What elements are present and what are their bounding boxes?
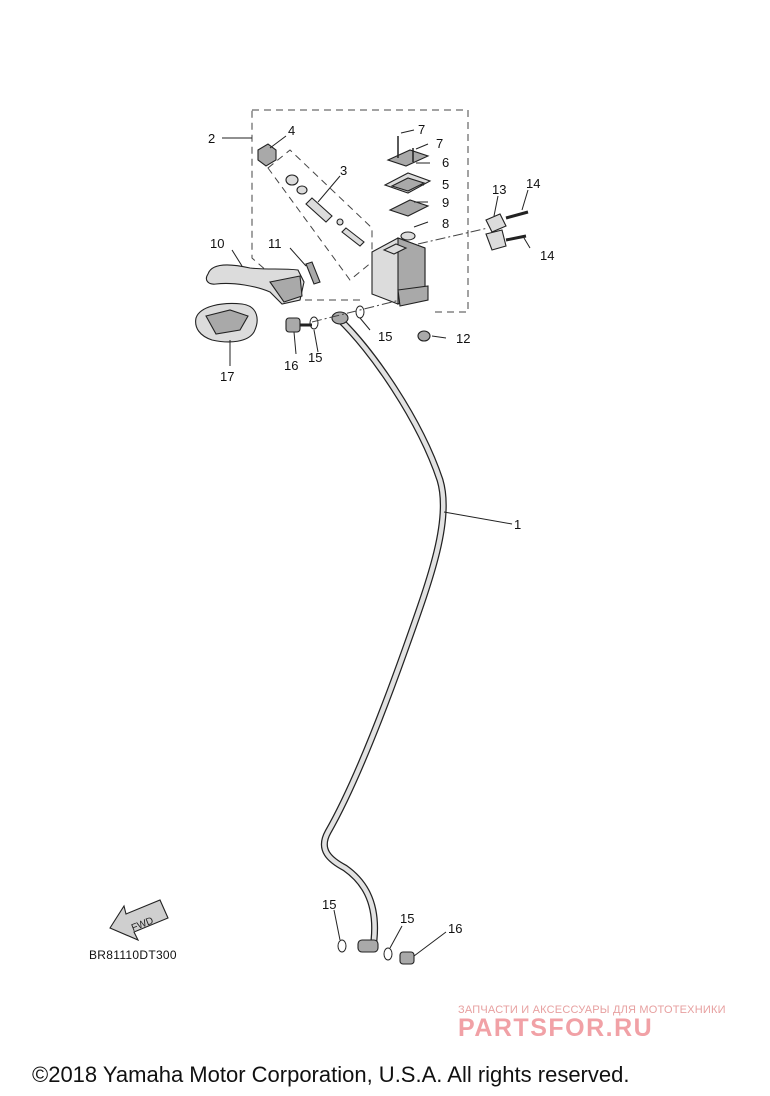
callout-6: 6 — [442, 155, 449, 170]
leader-lines — [222, 129, 531, 957]
callout-5: 5 — [442, 177, 449, 192]
watermark-tagline: ЗАПЧАСТИ И АКСЕССУАРЫ ДЛЯ МОТОТЕХНИКИ — [458, 1004, 726, 1016]
callout-15c: 15 — [322, 897, 336, 912]
callout-16b: 16 — [448, 921, 462, 936]
bleed-cap — [417, 330, 431, 342]
callout-11: 11 — [268, 236, 282, 251]
master-cylinder-body — [371, 237, 429, 307]
reservoir-screws — [397, 136, 414, 162]
reservoir-diaphragm — [383, 149, 432, 241]
upper-banjo-bolt — [285, 317, 312, 333]
piston-kit — [257, 143, 365, 247]
callouts: 1 2 3 4 5 6 7 7 8 9 10 11 12 13 14 14 15… — [208, 122, 554, 936]
diagram-code: BR81110DT300 — [89, 948, 177, 962]
callout-8: 8 — [442, 216, 449, 231]
handlebar-clamp — [485, 210, 529, 251]
brake-hose — [320, 311, 447, 953]
callout-7a: 7 — [418, 122, 425, 137]
callout-15a: 15 — [378, 329, 392, 344]
callout-9: 9 — [442, 195, 449, 210]
hose-axis-line — [311, 299, 401, 323]
lower-banjo-bolt — [399, 951, 415, 965]
watermark-logo: PARTSFOR.RU — [458, 1014, 654, 1042]
callout-17: 17 — [220, 369, 234, 384]
washer-lower-left — [337, 939, 347, 953]
callout-12: 12 — [456, 331, 470, 346]
callout-2: 2 — [208, 131, 215, 146]
callout-15d: 15 — [400, 911, 414, 926]
callout-1: 1 — [514, 517, 521, 532]
washer-lower-right — [383, 947, 393, 961]
copyright-notice: ©2018 Yamaha Motor Corporation, U.S.A. A… — [32, 1062, 630, 1087]
washer-upper-right — [355, 305, 365, 319]
callout-7b: 7 — [436, 136, 443, 151]
washer-upper-left — [309, 316, 319, 330]
pivot-bolt — [305, 261, 321, 285]
callout-15b: 15 — [308, 350, 322, 365]
callout-13: 13 — [492, 182, 506, 197]
forward-arrow-icon: FWD — [109, 899, 169, 942]
brake-lever — [205, 264, 305, 305]
assembly-boundary — [251, 109, 469, 313]
callout-16a: 16 — [284, 358, 298, 373]
callout-4: 4 — [288, 123, 295, 138]
callout-10: 10 — [210, 236, 224, 251]
kit-boundary — [267, 149, 373, 281]
clamp-axis-line — [417, 227, 489, 245]
callout-3: 3 — [340, 163, 347, 178]
callout-14b: 14 — [540, 248, 554, 263]
callout-14a: 14 — [526, 176, 540, 191]
lever-guard — [195, 302, 258, 343]
